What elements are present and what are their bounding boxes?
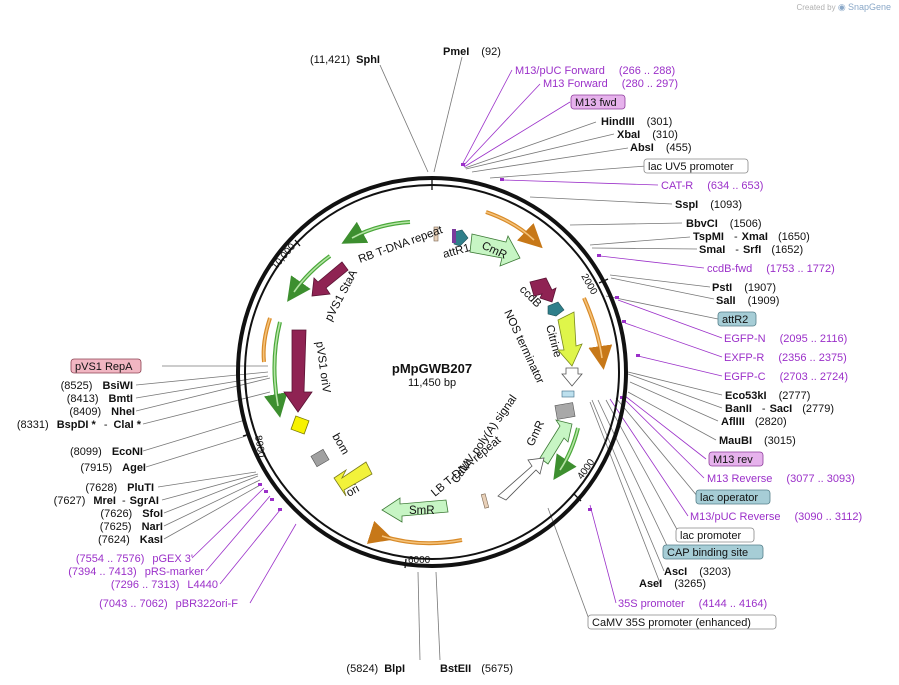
box-m13-rev: M13 rev [713,454,753,466]
primer-label: (7554 .. 7576)pGEX 3' [76,553,193,565]
enzyme-labels-bottom: (5824)BlpI BstEII(5675) [346,663,513,675]
box-m13-fwd: M13 fwd [575,97,617,109]
primer-label: (7394 .. 7413)pRS-marker [68,566,204,578]
label-attr1: attR1 [442,242,472,261]
enzyme-label: (8413)BmtI [67,393,133,405]
label-pvs1-oriv: pVS1 oriV [313,341,332,394]
credit-prefix: Created by [796,3,836,12]
box-camv35s: CaMV 35S promoter (enhanced) [592,617,751,629]
label-bom: bom [329,432,351,457]
enzyme-label: XbaI(310) [617,129,678,141]
credit-brand: SnapGene [847,2,891,12]
leader-lines [135,56,723,661]
tick-6000: 6000 [408,555,431,566]
box-lac-promoter: lac promoter [680,530,741,542]
enzyme-label: (11,421)SphI [310,54,380,66]
enzyme-labels-right: PmeI(92) HindIII(301) XbaI(310) AbsI(455… [443,46,834,590]
box-pvs1-repa: pVS1 RepA [75,361,133,373]
plasmid-size: 11,450 bp [408,377,456,389]
enzyme-label: Eco53kI(2777) [725,390,810,402]
enzyme-label: (7626)SfoI [100,508,163,520]
enzyme-label: HindIII(301) [601,116,672,128]
primer-label: 35S promoter(4144 .. 4164) [618,598,767,610]
plasmid-name: pMpGWB207 [392,361,472,376]
tick-8000: 8000 [252,435,267,459]
enzyme-label: (8525)BsiWI [61,380,133,392]
primer-label: EXFP-R(2356 .. 2375) [724,352,847,364]
label-nos-terminator: NOS terminator [501,308,546,386]
enzyme-label: (7628)PluTI [85,482,154,494]
enzyme-label: BstEII(5675) [440,663,513,675]
primer-label: M13 Forward(280 .. 297) [543,78,678,90]
snapgene-credit: Created by ◉ SnapGene [796,2,891,13]
primer-label: EGFP-N(2095 .. 2116) [724,333,847,345]
boxed-labels: M13 fwd lac UV5 promoter attR2 M13 rev l… [70,94,777,630]
label-camv-polya: CaMV poly(A) signal [450,393,520,486]
enzyme-label: BbvCI(1506) [686,218,762,230]
enzyme-label: AbsI(455) [630,142,692,154]
primer-label: M13/pUC Reverse(3090 .. 3112) [690,511,862,523]
enzyme-label: (5824)BlpI [346,663,405,675]
enzyme-label: AseI(3265) [639,578,706,590]
primer-label: M13/pUC Forward(266 .. 288) [515,65,675,77]
primer-labels-right: M13/pUC Forward(266 .. 288) M13 Forward(… [515,65,862,610]
primer-label: (7296 .. 7313)L4440 [111,579,218,591]
label-gmr: GmR [525,419,547,448]
enzyme-label: PstI(1907) [712,282,776,294]
inner-features [283,229,583,523]
enzyme-label: (7627)MreI-SgrAI [54,495,159,507]
box-cap-site: CAP binding site [667,547,748,559]
primer-label: EGFP-C(2703 .. 2724) [724,371,848,383]
enzyme-label: (7624)KasI [98,534,163,546]
enzyme-label: SmaI-SrfI(1652) [699,244,803,256]
primer-labels-left: (7554 .. 7576)pGEX 3' (7394 .. 7413)pRS-… [68,553,238,610]
enzyme-labels-left: (11,421)SphI (8525)BsiWI (8413)BmtI (840… [17,54,380,546]
primer-label: (7043 .. 7062)pBR322ori-F [99,598,238,610]
enzyme-label: SalI(1909) [716,295,779,307]
box-lac-uv5: lac UV5 promoter [648,161,734,173]
enzyme-label: SspI(1093) [675,199,742,211]
enzyme-label: (8331)BspDI *-ClaI * [17,419,142,431]
primer-label: CAT-R(634 .. 653) [661,180,763,192]
tick-2000: 2000 [578,272,599,297]
enzyme-label: BanII-SacI(2779) [725,403,834,415]
enzyme-label: PmeI(92) [443,46,501,58]
snapgene-logo: ◉ [837,2,846,12]
primer-label: M13 Reverse(3077 .. 3093) [707,473,855,485]
enzyme-label: AscI(3203) [664,566,731,578]
enzyme-label: MauBI(3015) [719,435,796,447]
label-ori: ori [345,483,362,500]
primer-label: ccdB-fwd(1753 .. 1772) [707,263,835,275]
box-attr2: attR2 [722,314,748,326]
label-smr: SmR [409,505,435,517]
ring-features [261,210,613,546]
enzyme-label: (7625)NarI [100,521,163,533]
enzyme-label: TspMI-XmaI(1650) [693,231,810,243]
box-lac-operator: lac operator [700,492,758,504]
enzyme-label: (7915)AgeI [80,462,146,474]
primer-markers [258,163,640,511]
enzyme-label: (8099)EcoNI [70,446,143,458]
enzyme-label: (8409)NheI [69,406,135,418]
enzyme-label: AflIII(2820) [721,416,787,428]
